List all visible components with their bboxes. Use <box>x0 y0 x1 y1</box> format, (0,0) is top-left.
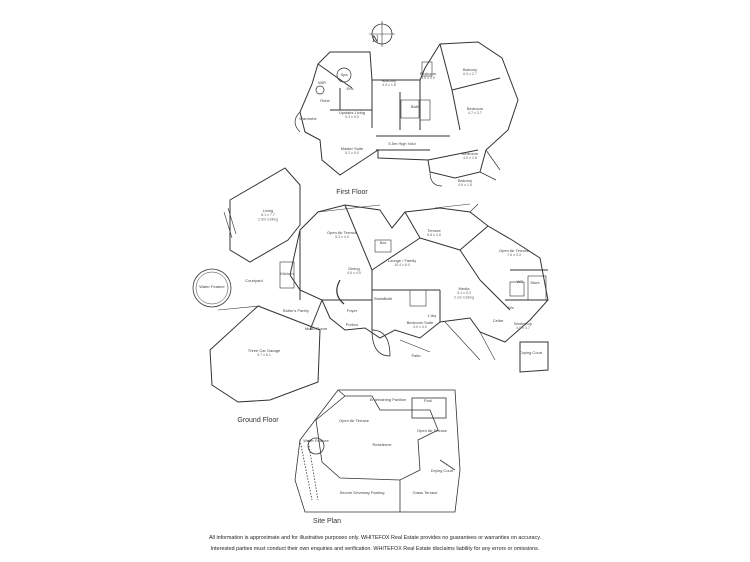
site-plan-label: Pool <box>424 398 432 403</box>
compass-icon: N <box>369 21 395 47</box>
site-plan-label: Entertaining Pavilion <box>370 397 406 402</box>
ground-floor-room-label: Bath <box>384 296 392 301</box>
site-plan-label: Grass Terrace <box>412 490 438 495</box>
ground-floor-room-label: Music Room <box>305 326 328 331</box>
site-plan <box>294 389 461 513</box>
ground-floor-room-label: Courtyard <box>245 278 263 283</box>
first-floor-room-label: 5.5m High Void <box>388 141 415 146</box>
site-plan-label: Drying Court <box>431 468 454 473</box>
first-floor-room-label: Bath <box>411 104 419 109</box>
disclaimer-line-1: All information is approximate and for i… <box>208 535 542 541</box>
ground-floor-room-label: Cellar <box>493 318 504 323</box>
ground-floor-room-label: Stairs <box>374 296 384 301</box>
ground-floor-title: Ground Floor <box>237 417 279 424</box>
first-floor-room-label: WIR <box>318 80 326 85</box>
first-floor-room-label: Wardrobe <box>299 116 317 121</box>
ground-floor-room-label: Patio <box>411 353 421 358</box>
first-floor-plan <box>294 41 519 187</box>
ground-floor-room-label: Kitchen <box>280 271 293 276</box>
site-plan-label: Open Air Terrace <box>417 428 448 433</box>
ground-floor-room-label: Wc <box>508 305 514 310</box>
ground-floor-plan <box>192 167 549 403</box>
ground-floor-room-label: L'dry <box>428 313 437 318</box>
site-plan-label: Open Air Terrace <box>339 418 370 423</box>
site-plan-label: Residence <box>373 442 393 447</box>
ground-floor-room-label: Portico <box>346 322 359 327</box>
site-plan-label: Secure Driveway Parking <box>340 490 385 495</box>
disclaimer-line-2: Interested parties must conduct their ow… <box>210 546 540 552</box>
ground-floor-room-label: Butler's Pantry <box>283 308 309 313</box>
site-plan-title: Site Plan <box>313 518 341 525</box>
first-floor-title: First Floor <box>336 189 368 196</box>
compass-label: N <box>372 34 379 44</box>
ground-floor-room-label: Water Feature <box>199 284 225 289</box>
ground-floor-room-label: Foyer <box>347 308 358 313</box>
first-floor-room-label: Ens <box>347 86 354 91</box>
ground-floor-room-label: Store <box>530 280 540 285</box>
ground-floor-room-label: Bar <box>380 240 387 245</box>
ground-floor-room-label: WC <box>517 279 524 284</box>
first-floor-room-label: Robe <box>320 98 330 103</box>
first-floor-room-label: Spa <box>340 72 348 77</box>
site-plan-label: Water Feature <box>303 438 329 443</box>
ground-floor-room-label: Drying Court <box>520 350 543 355</box>
